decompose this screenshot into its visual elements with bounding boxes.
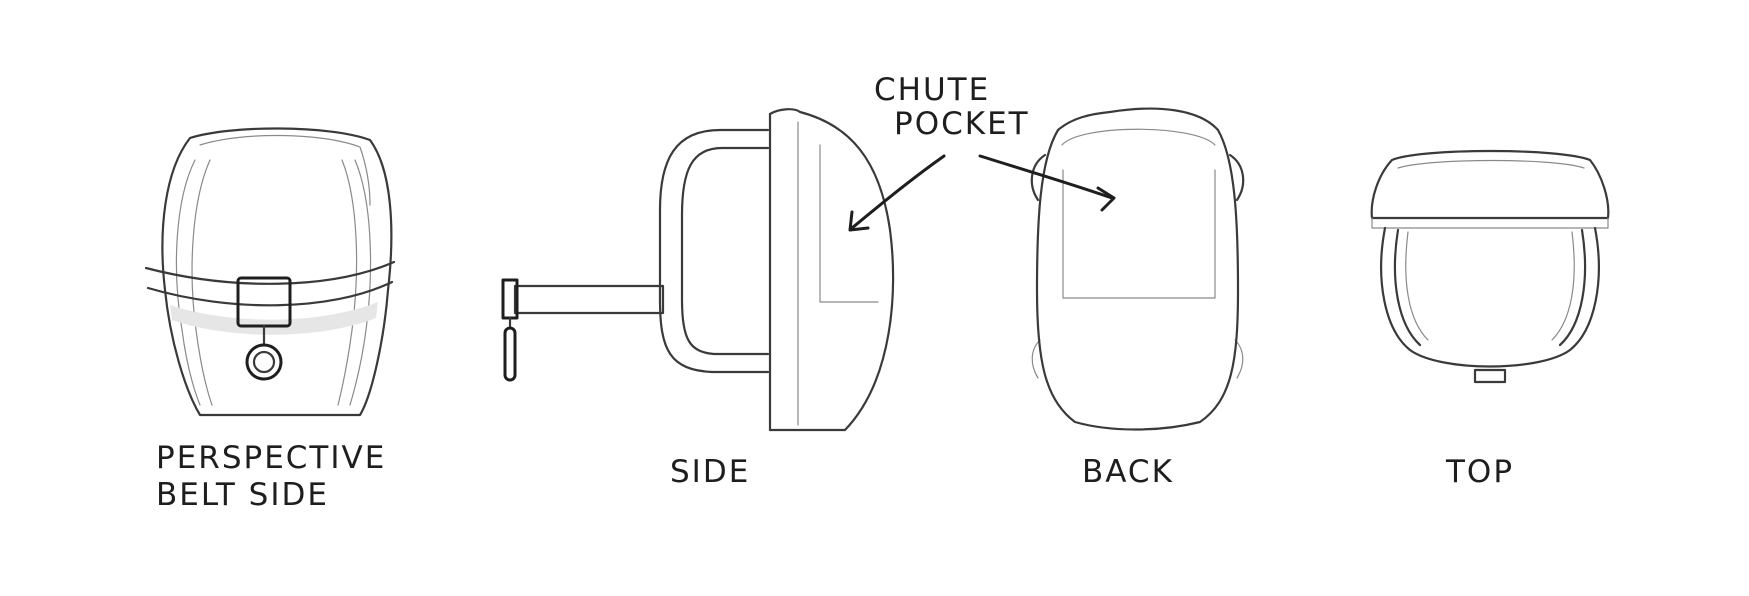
perspective-right-strap — [349, 159, 372, 406]
perspective-pull-ring-outer — [245, 343, 283, 381]
perspective-left-strap-inner — [191, 159, 213, 406]
back-chute-pocket — [1062, 169, 1216, 299]
top-shell-outer — [1380, 226, 1600, 368]
back-inner-panel — [1061, 128, 1216, 146]
perspective-belt-lower — [146, 280, 394, 307]
perspective-body-outline — [161, 127, 393, 417]
top-lid — [1370, 149, 1610, 220]
callout-label-line2: POCKET — [894, 106, 1030, 142]
back-body-outline — [1035, 107, 1240, 431]
back-right-strap-bulge — [1228, 153, 1245, 202]
perspective-label-line1: PERSPECTIVE — [156, 440, 386, 476]
top-buckle-tab — [1473, 368, 1507, 384]
back-label: BACK — [1082, 454, 1174, 490]
perspective-buckle — [236, 276, 292, 328]
back-left-strap-bulge — [1030, 153, 1047, 202]
back-right-strap-bulge-low — [1234, 339, 1244, 379]
top-lid-base — [1371, 217, 1609, 229]
callout-arrow-left-head — [848, 210, 870, 232]
top-lid-inner — [1397, 159, 1585, 169]
perspective-view: PERSPECTIVE BELT SIDE — [144, 127, 396, 513]
perspective-label-line2: BELT SIDE — [156, 477, 329, 513]
perspective-belt-shadow — [170, 302, 378, 335]
side-chute-pocket — [819, 144, 879, 303]
callout-label-line1: CHUTE — [874, 72, 990, 108]
top-view: TOP — [1370, 149, 1610, 490]
perspective-belt-upper — [144, 260, 396, 285]
perspective-pull-ring-inner — [252, 350, 276, 374]
side-view: SIDE — [501, 108, 895, 490]
side-label: SIDE — [670, 454, 750, 490]
callout-arrow-left — [850, 154, 946, 230]
perspective-top-panel — [199, 134, 371, 206]
back-left-strap-bulge-low — [1031, 339, 1041, 379]
side-shoulder-strap-outer — [658, 128, 770, 374]
top-shell-inner-right — [1558, 228, 1587, 347]
chute-pocket-callout: CHUTE POCKET — [848, 72, 1116, 232]
perspective-right-strap-inner — [337, 159, 358, 406]
side-zip-pull — [503, 326, 517, 382]
top-label: TOP — [1445, 454, 1514, 490]
callout-arrow-right — [978, 154, 1114, 200]
top-shell-inner-left-2 — [1405, 231, 1429, 341]
side-body-outline — [768, 108, 895, 432]
side-shoulder-strap-inner — [680, 146, 770, 356]
top-shell-inner-left — [1393, 228, 1422, 347]
callout-arrow-right-head — [1096, 186, 1116, 212]
top-shell-inner-right-2 — [1551, 231, 1575, 341]
back-view: BACK — [1030, 107, 1245, 490]
side-belt-arm — [513, 284, 665, 315]
